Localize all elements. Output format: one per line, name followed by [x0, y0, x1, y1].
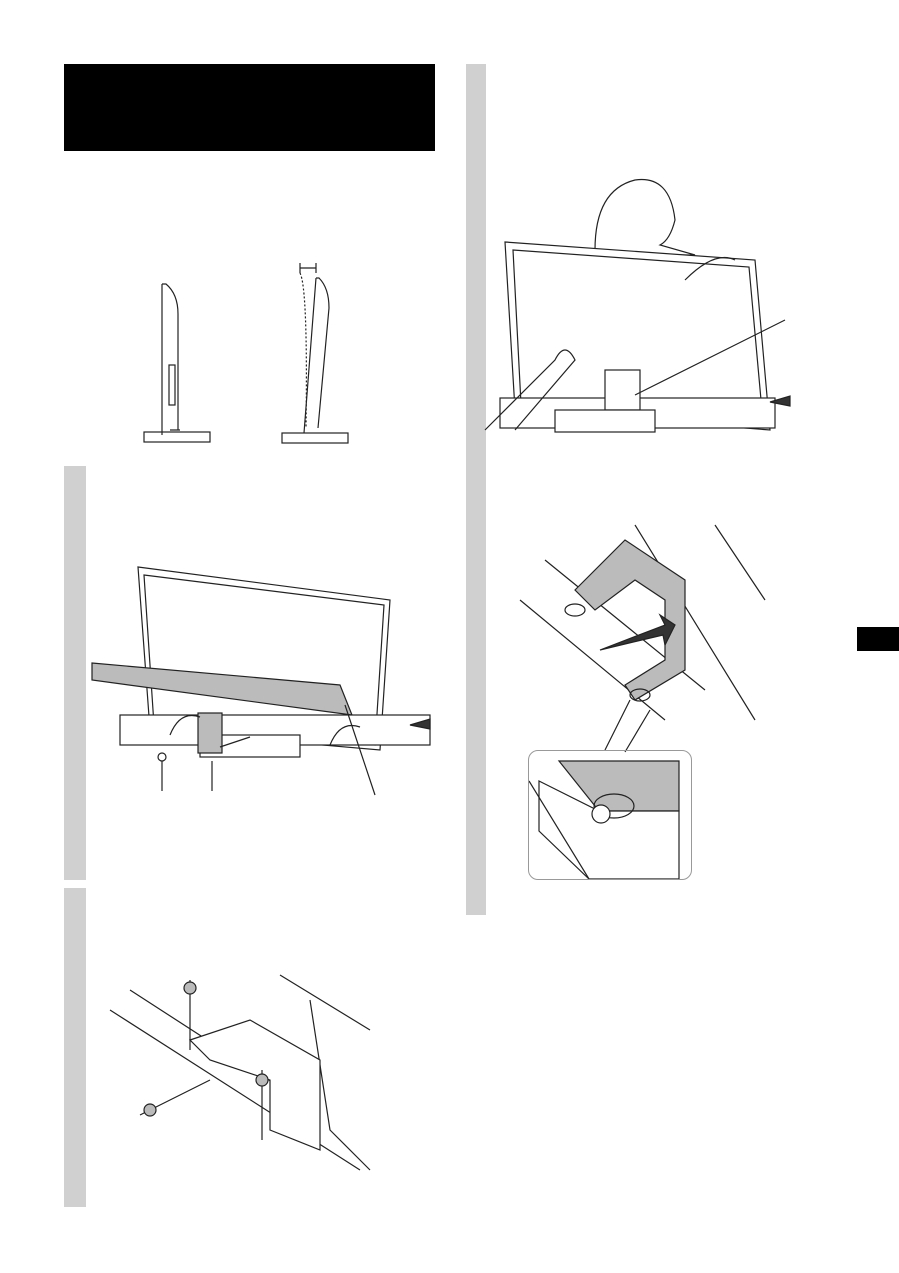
screw-hole-detail-illustration	[529, 760, 680, 879]
person-lifting-tv-illustration	[484, 178, 791, 433]
stand-bracket-screws-illustration	[109, 974, 371, 1171]
title-block	[64, 64, 435, 151]
tv-side-view-upright-illustration	[143, 283, 211, 443]
section-tab	[857, 627, 899, 651]
step-bar-3	[466, 64, 486, 915]
tv-side-view-tilted-illustration	[281, 263, 349, 444]
tv-back-cover-removal-illustration	[91, 566, 431, 796]
step-bar-1	[64, 466, 86, 880]
callout-detail-box	[528, 750, 692, 880]
bracket-insertion-illustration	[519, 524, 766, 753]
step-bar-2	[64, 888, 86, 1207]
